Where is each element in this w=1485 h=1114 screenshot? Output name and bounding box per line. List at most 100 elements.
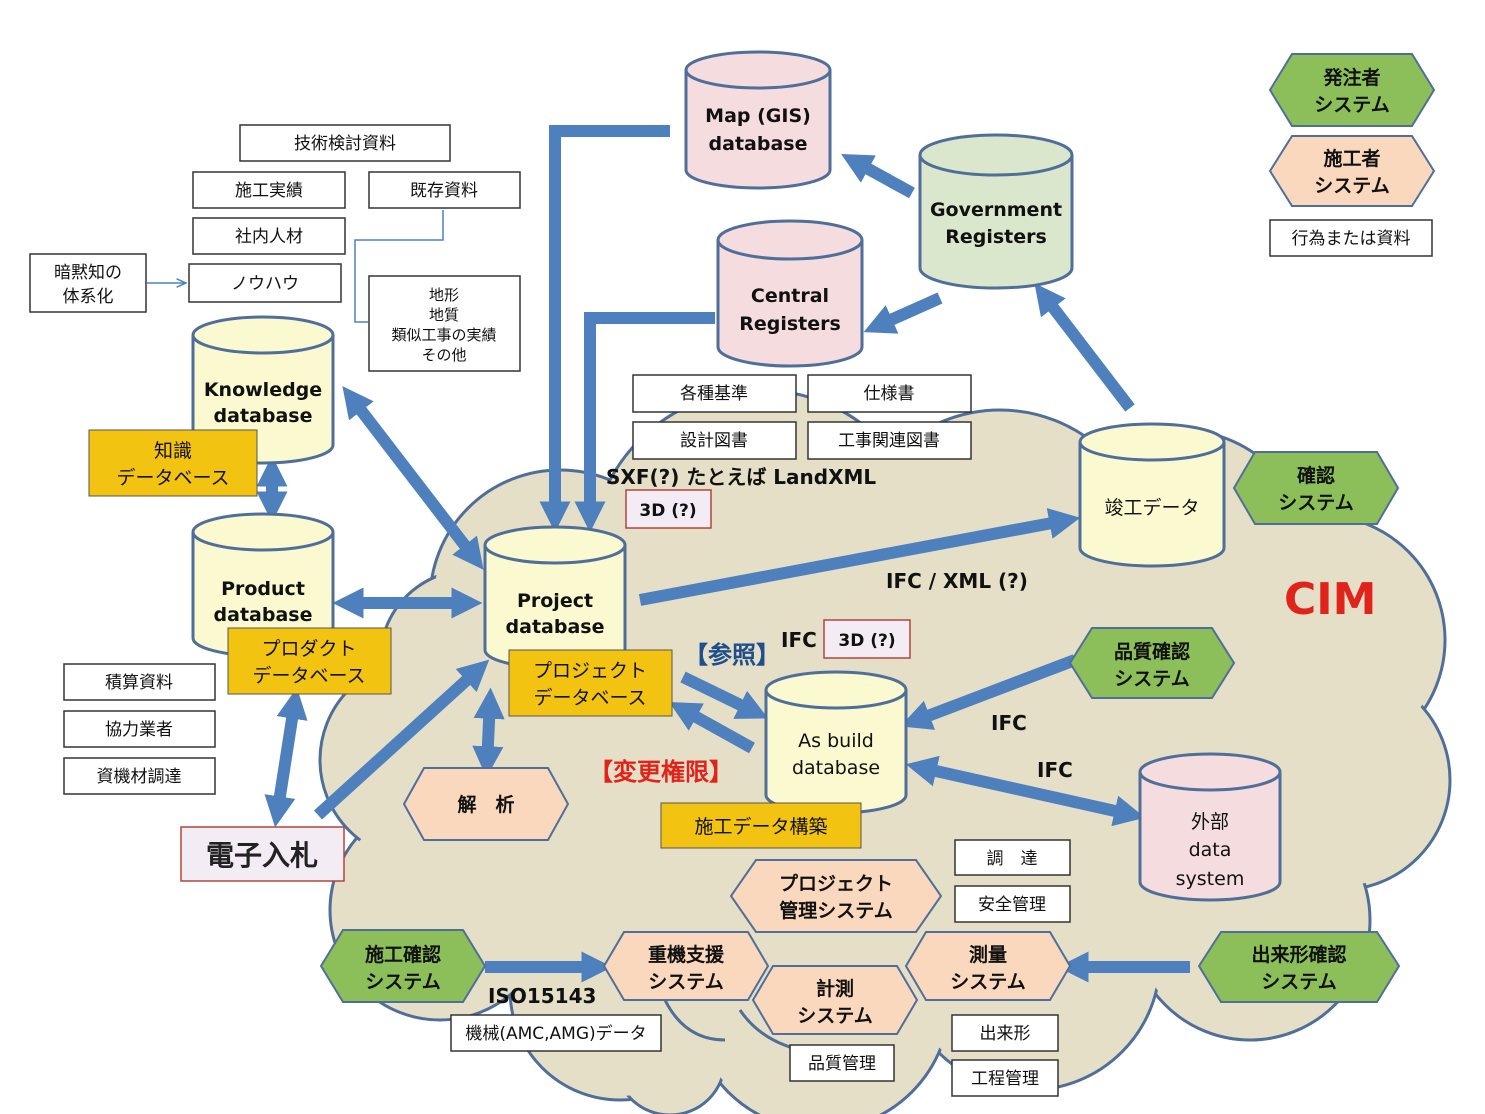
- government-registers: Government Registers: [918, 133, 1074, 290]
- thin-connectors: [147, 210, 444, 323]
- machine-data-text: 機械(AMC,AMG)データ: [465, 1023, 646, 1044]
- construction-confirm-system: 施工確認 システム: [319, 929, 487, 1003]
- analysis-system: 解 析: [402, 767, 570, 841]
- svg-text:施工データ構築: 施工データ構築: [694, 816, 827, 838]
- reference-label: 【参照】: [684, 641, 780, 669]
- safety-text: 安全管理: [978, 895, 1046, 915]
- svg-text:システム: システム: [1114, 668, 1189, 690]
- legend-client-system: 発注者 システム: [1268, 53, 1436, 127]
- svg-text:出来形確認: 出来形確認: [1251, 943, 1346, 966]
- tech-review-text: 技術検討資料: [294, 134, 396, 154]
- svg-text:解 析: 解 析: [457, 793, 514, 816]
- partners-text: 協力業者: [105, 720, 173, 740]
- project-line1: Project: [517, 590, 593, 612]
- external-line1: 外部: [1191, 811, 1229, 833]
- ifc-xml-label: IFC / XML (?): [886, 569, 1028, 593]
- map-gis-line1: Map (GIS): [705, 105, 811, 127]
- as-built-confirm-system: 出来形確認 システム: [1197, 931, 1401, 1003]
- project-management-system: プロジェクト 管理システム: [729, 859, 943, 933]
- completion-data: 竣工データ: [1078, 422, 1226, 568]
- ifc-label-1: IFC: [781, 628, 817, 652]
- construction-data-label: 施工データ構築: [660, 802, 862, 849]
- svg-text:プロジェクト: プロジェクト: [779, 872, 893, 895]
- tacit-line1: 暗黙知の: [54, 263, 122, 283]
- svg-text:システム: システム: [1261, 971, 1336, 993]
- ifc-label-3: IFC: [1037, 758, 1073, 782]
- svg-text:システム: システム: [648, 971, 723, 993]
- legend-action-text: 行為または資料: [1292, 229, 1411, 249]
- knowledge-line1: Knowledge: [204, 379, 322, 401]
- product-jp-label: プロダクト データベース: [227, 627, 392, 695]
- government-line2: Registers: [945, 226, 1047, 248]
- project-jp-label: プロジェクト データベース: [508, 649, 673, 717]
- e-bidding-box: 電子入札: [180, 826, 345, 882]
- external-data-system: 外部 data system: [1138, 752, 1282, 902]
- svg-text:データベース: データベース: [533, 687, 646, 709]
- procurement-mat-text: 資機材調達: [97, 767, 182, 787]
- ifc-label-2: IFC: [991, 711, 1027, 735]
- knowhow-text: ノウハウ: [231, 274, 299, 294]
- svg-text:システム: システム: [797, 1005, 872, 1027]
- heavy-machine-system: 重機支援 システム: [602, 931, 770, 1001]
- schedule-text: 工程管理: [971, 1069, 1039, 1089]
- product-line1: Product: [221, 578, 305, 600]
- work-drawings-text: 工事関連図書: [838, 431, 940, 451]
- central-registers: Central Registers: [716, 219, 864, 368]
- external-line3: system: [1176, 868, 1245, 890]
- svg-text:品質確認: 品質確認: [1114, 640, 1190, 663]
- standards-text: 各種基準: [680, 384, 748, 404]
- svg-text:知識: 知識: [154, 440, 192, 462]
- product-database: Product database: [191, 512, 335, 658]
- project-line2: database: [506, 616, 605, 638]
- svg-text:施工者: 施工者: [1323, 147, 1380, 170]
- svg-text:管理システム: 管理システム: [779, 899, 892, 922]
- map-gis-line2: database: [709, 133, 808, 155]
- as-built-shape-text: 出来形: [980, 1024, 1031, 1044]
- map-gis-database: Map (GIS) database: [684, 50, 832, 190]
- iso-label: ISO15143: [488, 984, 596, 1008]
- legend-contractor-system: 施工者 システム: [1268, 135, 1436, 207]
- svg-text:3D (?): 3D (?): [639, 501, 696, 521]
- government-line1: Government: [930, 199, 1062, 221]
- central-line1: Central: [751, 285, 829, 307]
- design-drawings-text: 設計図書: [680, 431, 748, 451]
- knowledge-line2: database: [214, 405, 313, 427]
- material-boxes: [29, 124, 1433, 1097]
- svg-text:施工確認: 施工確認: [365, 943, 441, 966]
- three-d-box-2: 3D (?): [823, 619, 911, 659]
- as-build-database: As build database: [764, 670, 908, 815]
- quality-text: 品質管理: [808, 1054, 876, 1074]
- svg-text:データベース: データベース: [116, 467, 229, 489]
- svg-text:プロジェクト: プロジェクト: [533, 660, 647, 682]
- svg-text:システム: システム: [365, 971, 440, 993]
- three-d-box-1: 3D (?): [625, 489, 712, 529]
- arrows: [256, 125, 1190, 983]
- estimate-text: 積算資料: [105, 673, 173, 693]
- svg-text:システム: システム: [1278, 492, 1353, 514]
- svg-text:プロダクト: プロダクト: [261, 638, 356, 660]
- cim-label: CIM: [1284, 574, 1376, 625]
- svg-text:測量: 測量: [969, 943, 1007, 966]
- external-line2: data: [1189, 839, 1232, 861]
- svg-text:システム: システム: [1314, 94, 1389, 116]
- measurement-system: 計測 システム: [751, 965, 919, 1035]
- existing-text: 既存資料: [410, 181, 478, 201]
- knowledge-jp-label: 知識 データベース: [88, 429, 258, 497]
- material-texts: 技術検討資料 施工実績 既存資料 社内人材 ノウハウ 暗黙知の 体系化 地形 地…: [54, 134, 1411, 1089]
- procurement-text: 調 達: [987, 849, 1038, 869]
- construction-record-text: 施工実績: [235, 181, 303, 201]
- project-database: Project database: [483, 525, 627, 670]
- terrain-line2: 地質: [429, 306, 459, 324]
- terrain-line3: 類似工事の実績: [391, 326, 496, 344]
- terrain-line4: その他: [421, 346, 466, 364]
- svg-text:重機支援: 重機支援: [648, 943, 725, 966]
- svg-text:システム: システム: [950, 971, 1025, 993]
- confirm-system: 確認 システム: [1232, 451, 1400, 525]
- change-authority-label: 【変更権限】: [589, 758, 733, 786]
- svg-text:データベース: データベース: [252, 665, 365, 687]
- tacit-line2: 体系化: [63, 287, 114, 307]
- internal-staff-text: 社内人材: [235, 227, 303, 247]
- svg-text:計測: 計測: [816, 977, 854, 1000]
- terrain-line1: 地形: [429, 286, 459, 304]
